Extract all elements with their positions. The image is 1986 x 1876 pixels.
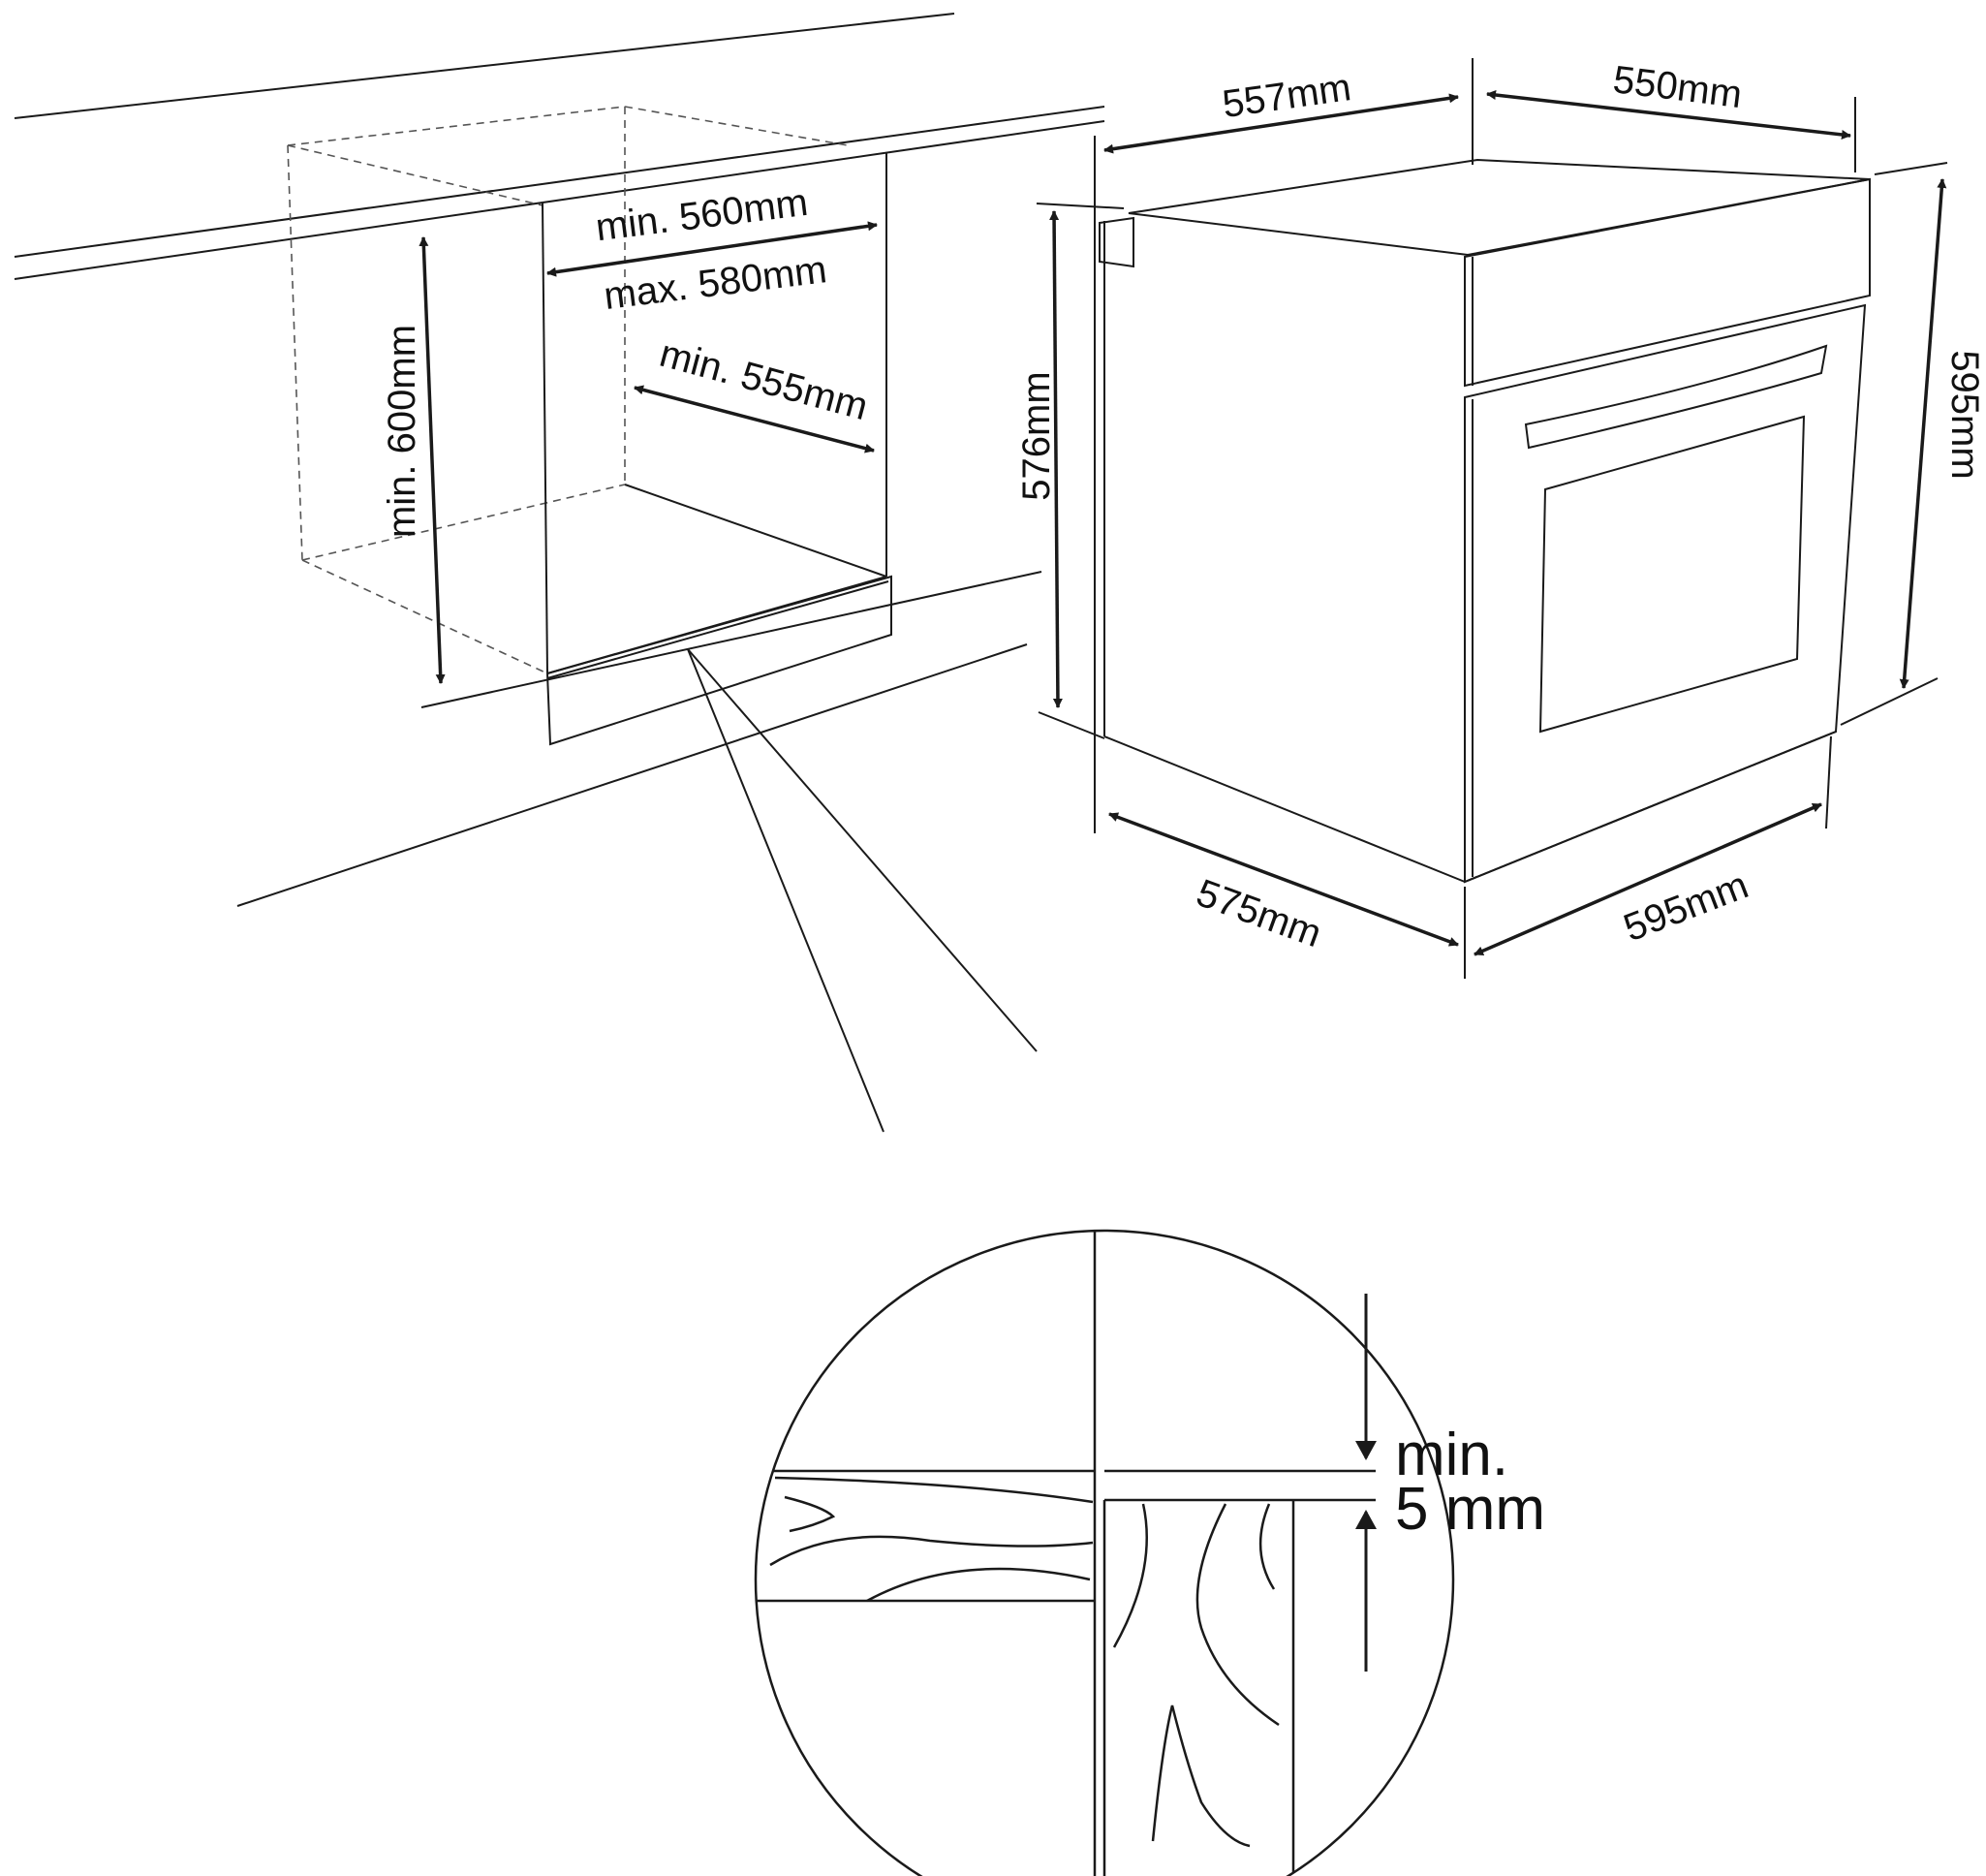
detail-callout-lines	[687, 648, 1038, 1133]
floor-line-back	[420, 571, 1042, 708]
niche-depth-label: min. 555mm	[655, 332, 872, 428]
cabinet-plinth	[545, 575, 892, 746]
gap-label-line1: min.	[1395, 1422, 1508, 1488]
oven-window	[1538, 415, 1806, 734]
gap-label-line2: 5 mm	[1395, 1476, 1545, 1543]
oven-body-bottom-edge	[1103, 735, 1466, 883]
oven-drawing	[1036, 58, 1948, 979]
countertop-front-bottom-line	[14, 120, 1105, 280]
niche-width-arrow	[546, 221, 878, 277]
oven-front-width-label: 595mm	[1618, 863, 1753, 950]
oven-handle	[1524, 344, 1828, 450]
oven-front-width-arrow	[1474, 802, 1822, 956]
oven-front-height-label: 595mm	[1943, 350, 1986, 479]
oven-mounting-tab	[1099, 216, 1134, 268]
countertop-front-top-line	[14, 106, 1105, 258]
detail-wood-grain	[769, 1476, 1094, 1603]
oven-front-height-arrow	[1899, 178, 1947, 689]
niche-height-label: min. 600mm	[381, 325, 423, 538]
oven-bottom-depth-label: 575mm	[1191, 871, 1326, 955]
oven-bottom-depth-arrow	[1108, 812, 1459, 947]
niche-height-arrow	[419, 236, 446, 684]
detail-magnifier: min. 5 mm	[754, 1229, 1545, 1876]
oven-door	[1464, 303, 1867, 884]
detail-plinth-grain	[1112, 1503, 1280, 1848]
oven-body-height-arrow	[1049, 210, 1063, 708]
oven-body-height-label: 576mm	[1015, 371, 1058, 500]
floor-line-front	[236, 643, 1028, 907]
oven-dimension-arrows	[1049, 90, 1947, 956]
oven-control-panel	[1464, 177, 1871, 388]
oven-top-surface	[1128, 158, 1871, 257]
cabinet-drawing	[14, 13, 1105, 907]
countertop-back-line	[14, 13, 955, 119]
cabinet-dimension-arrows	[419, 221, 878, 684]
oven-top-width-label: 550mm	[1611, 58, 1745, 116]
oven-top-width-arrow	[1486, 90, 1851, 140]
niche-hidden-edges	[287, 106, 849, 674]
oven-top-depth-arrow	[1103, 93, 1459, 154]
niche-left-front-edge	[542, 203, 548, 674]
niche-back-bottom-edge	[624, 484, 887, 578]
niche-depth-arrow	[634, 385, 875, 453]
